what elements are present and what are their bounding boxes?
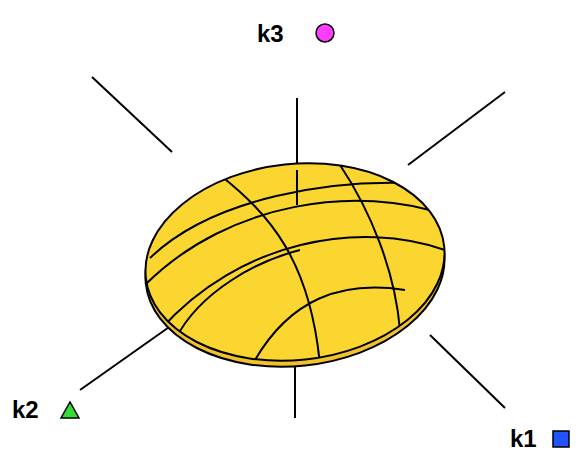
axis-lines [80,77,505,418]
ellipsoid-body [136,149,455,381]
axis-label: k2 [12,398,39,422]
axis-symbols [61,24,569,447]
axis-label: k3 [257,22,284,46]
axis-label: k1 [510,427,537,451]
